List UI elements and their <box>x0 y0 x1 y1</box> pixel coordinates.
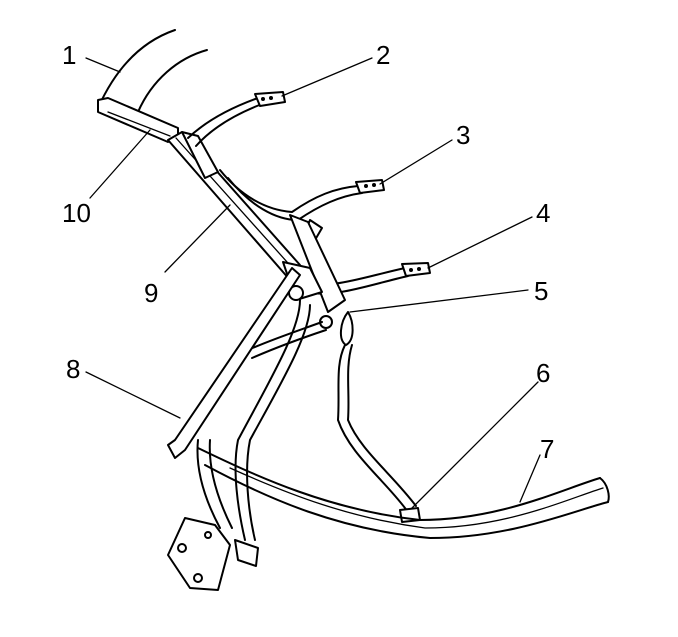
harness-sleeve <box>97 29 208 143</box>
callout-6: 6 <box>536 358 550 388</box>
callout-5: 5 <box>534 276 548 306</box>
callout-8: 8 <box>66 354 80 384</box>
callout-2: 2 <box>376 40 390 70</box>
frame-rail <box>167 131 301 281</box>
callout-labels: 1 2 3 4 5 6 7 8 9 10 <box>62 40 554 464</box>
callout-1: 1 <box>62 40 76 70</box>
leader-lines <box>85 57 541 509</box>
callout-3: 3 <box>456 120 470 150</box>
callout-10: 10 <box>62 198 91 228</box>
lower-harness <box>197 447 610 539</box>
mounting-plate <box>167 517 259 591</box>
loop-wire <box>337 311 421 523</box>
left-bracket <box>167 267 311 541</box>
callout-4: 4 <box>536 198 550 228</box>
callout-9: 9 <box>144 278 158 308</box>
callout-7: 7 <box>540 434 554 464</box>
